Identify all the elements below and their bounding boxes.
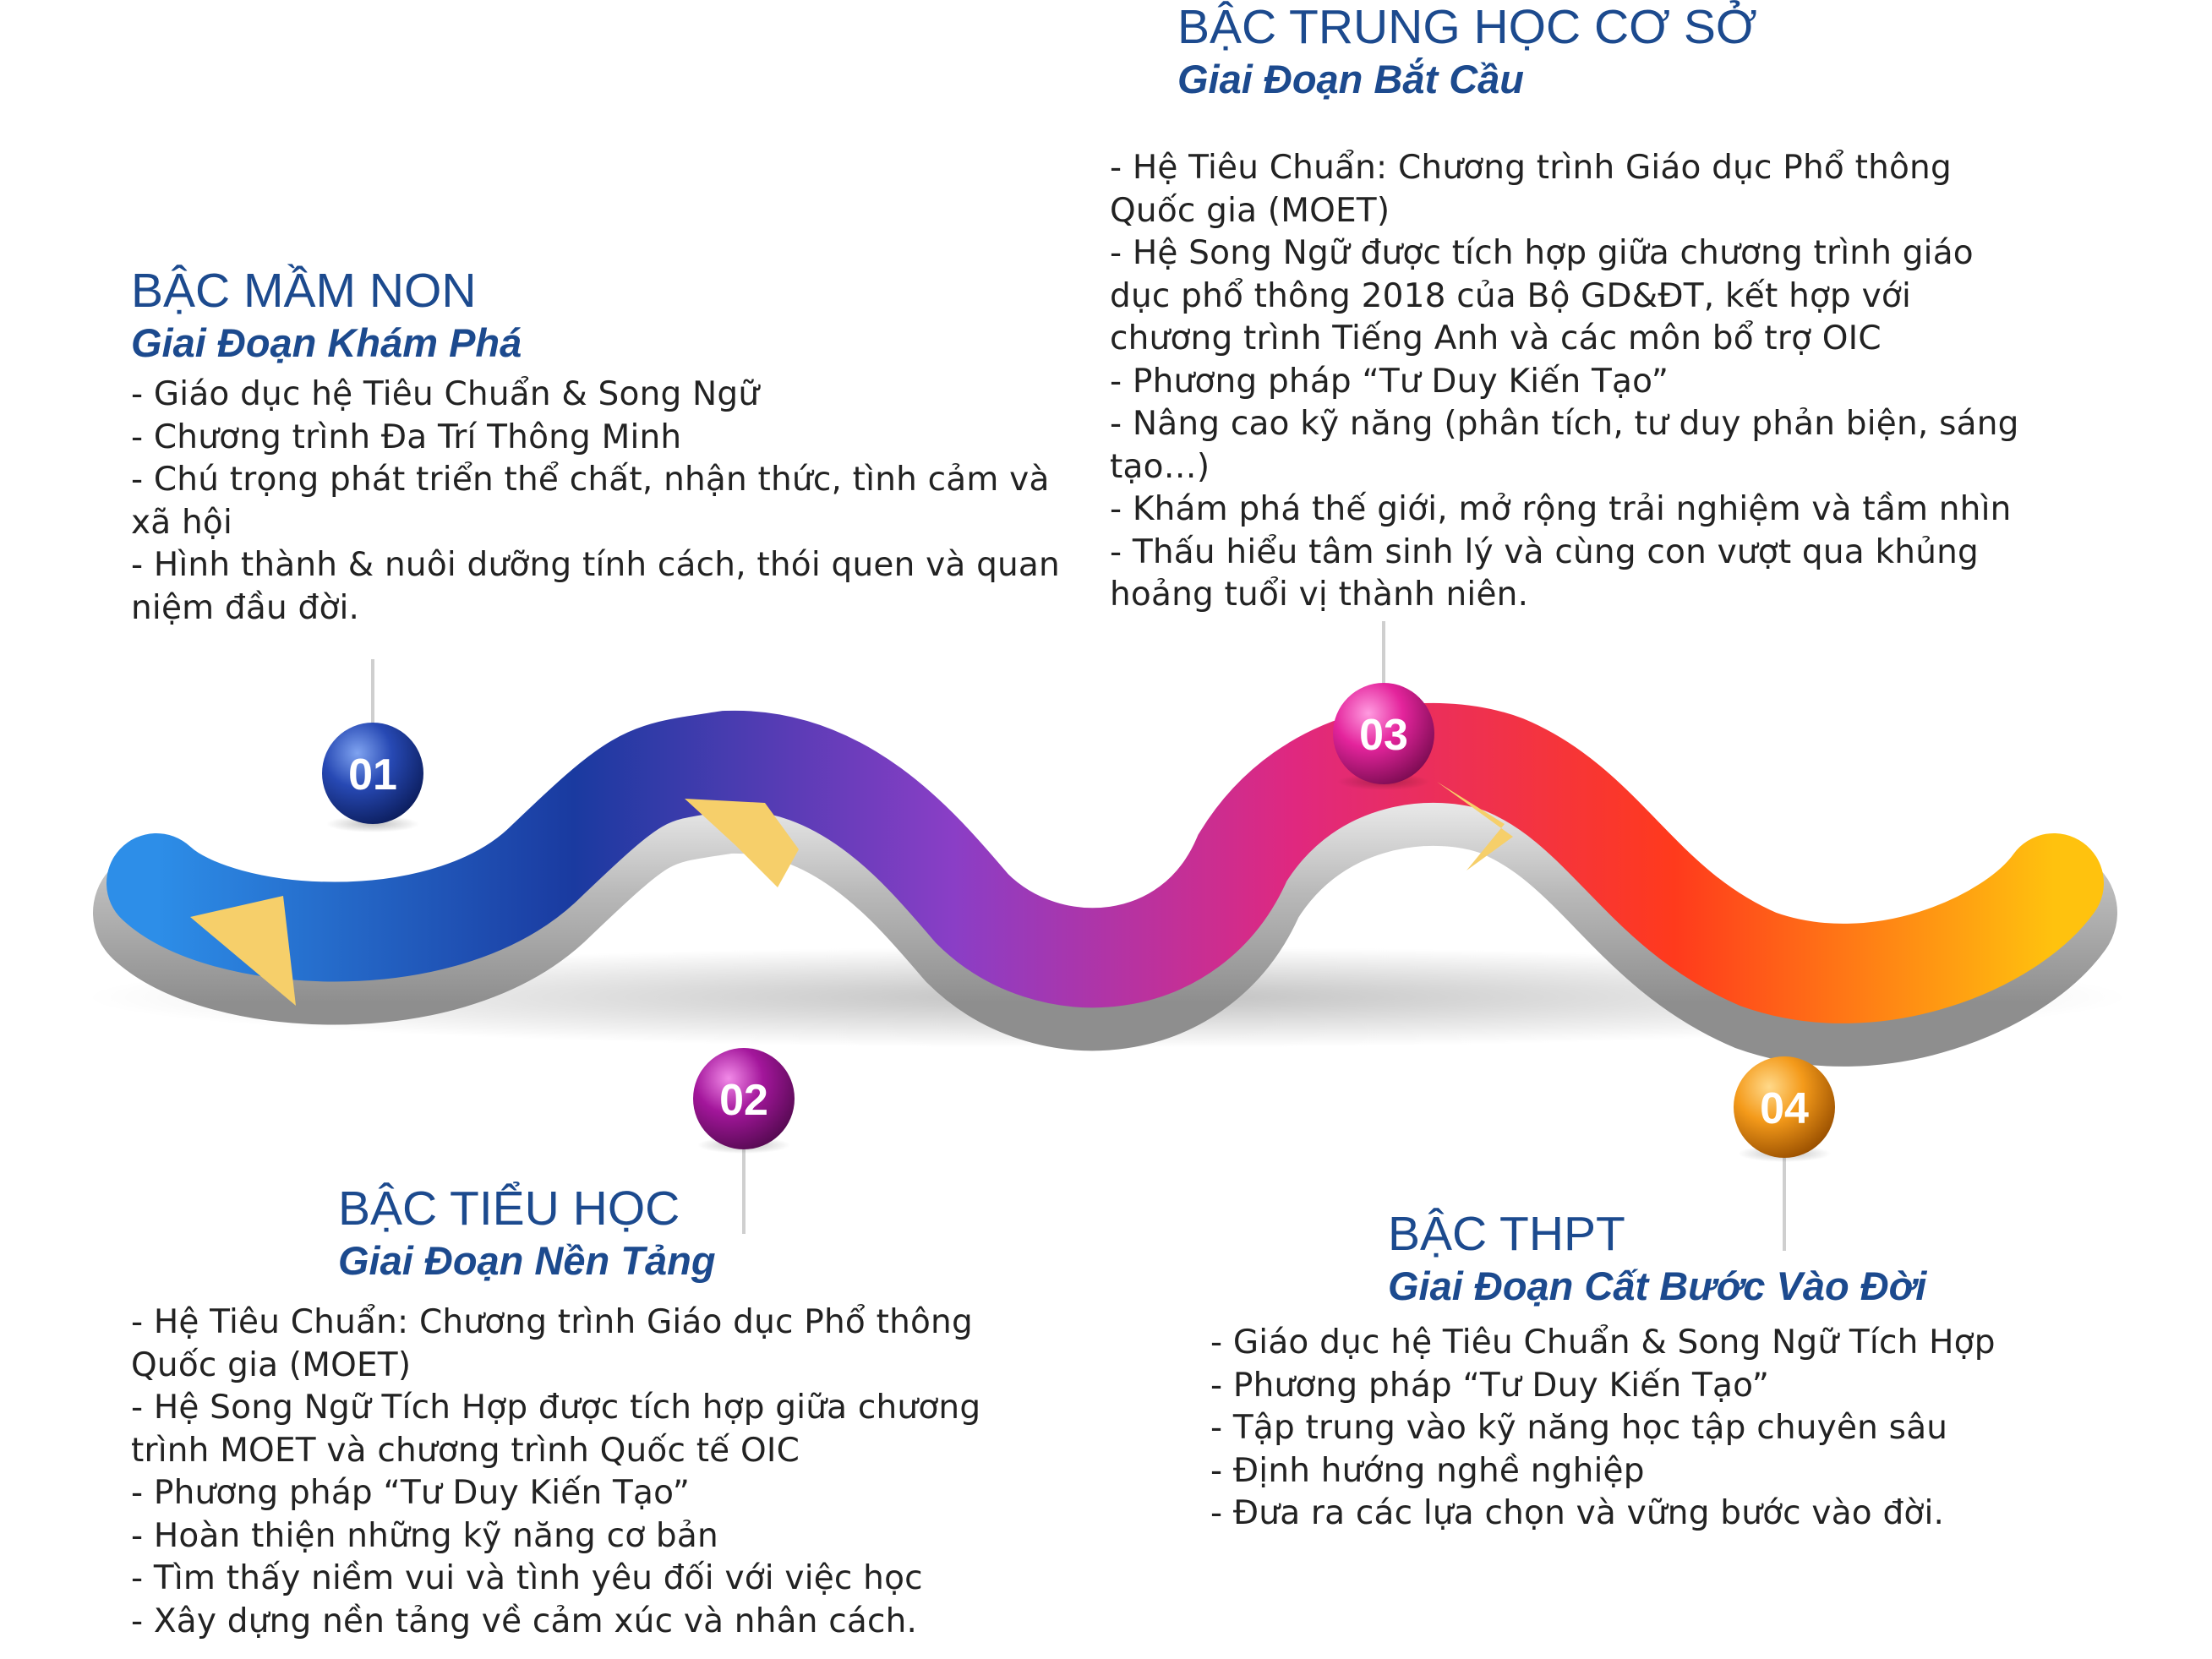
stage-ball-02: 02 [693,1048,795,1154]
arrow-1 [190,896,296,1006]
list-item: - Xây dựng nền tảng về cảm xúc và nhân c… [131,1602,918,1640]
stage-03-block: BẬC TRUNG HỌC CƠ SỞ Giai Đoạn Bắt Cầu - … [1110,0,2040,617]
stage-ball-01: 01 [322,723,423,832]
list-item: - Phương pháp “Tư Duy Kiến Tạo” [1210,1366,1770,1405]
stage-02-subtitle: Giai Đoạn Nền Tảng [338,1238,716,1283]
stage-number-04: 04 [1760,1084,1809,1133]
list-item: - Phương pháp “Tư Duy Kiến Tạo” [1110,362,1669,401]
list-item: - Hệ Song Ngữ Tích Hợp được tích hợp giữ… [131,1389,981,1470]
list-item: - Thấu hiểu tâm sinh lý và cùng con vượt… [1110,532,1979,614]
list-item: - Hệ Tiêu Chuẩn: Chương trình Giáo dục P… [1110,149,1952,230]
stage-04-block: BẬC THPT Giai Đoạn Cất Bước Vào Đời - Gi… [1210,1207,2157,1536]
stage-04-title: BẬC THPT [1388,1207,1625,1261]
stage-04-items: - Giáo dục hệ Tiêu Chuẩn & Song Ngữ Tích… [1210,1322,2157,1536]
stage-01-title: BẬC MẦM NON [131,264,477,318]
list-item: - Định hướng nghề nghiệp [1210,1451,1645,1490]
stage-number-02: 02 [719,1076,768,1125]
stage-ball-04: 04 [1734,1056,1835,1162]
arrow-3 [1437,782,1513,870]
list-item: - Hình thành & nuôi dưỡng tính cách, thó… [131,546,1060,627]
stage-03-subtitle: Giai Đoạn Bắt Cầu [1177,57,1525,101]
list-item: - Hệ Tiêu Chuẩn: Chương trình Giáo dục P… [131,1303,973,1384]
list-item: - Chương trình Đa Trí Thông Minh [131,417,682,456]
stage-01-subtitle: Giai Đoạn Khám Phá [131,320,522,365]
list-item: - Hoàn thiện những kỹ năng cơ bản [131,1516,718,1555]
stage-03-items: - Hệ Tiêu Chuẩn: Chương trình Giáo dục P… [1110,147,2040,617]
stage-01-block: BẬC MẦM NON Giai Đoạn Khám Phá - Giáo dụ… [131,264,1069,630]
stage-02-block: BẬC TIỂU HỌC Giai Đoạn Nền Tảng - Hệ Tiê… [131,1181,1069,1643]
stage-04-subtitle: Giai Đoạn Cất Bước Vào Đời [1388,1263,1927,1308]
stage-03-title: BẬC TRUNG HỌC CƠ SỞ [1177,0,1757,54]
list-item: - Chú trọng phát triển thể chất, nhận th… [131,461,1050,542]
list-item: - Hệ Song Ngữ được tích hợp giữa chương … [1110,234,1974,357]
list-item: - Nâng cao kỹ năng (phân tích, tư duy ph… [1110,405,2019,486]
road-ribbon [107,702,2104,1023]
stage-02-items: - Hệ Tiêu Chuẩn: Chương trình Giáo dục P… [131,1302,1069,1643]
stage-01-items: - Giáo dục hệ Tiêu Chuẩn & Song Ngữ - Ch… [131,374,1069,630]
list-item: - Giáo dục hệ Tiêu Chuẩn & Song Ngữ [131,375,760,413]
list-item: - Phương pháp “Tư Duy Kiến Tạo” [131,1474,691,1512]
stage-number-01: 01 [348,750,397,799]
list-item: - Giáo dục hệ Tiêu Chuẩn & Song Ngữ Tích… [1210,1323,1996,1362]
list-item: - Đưa ra các lựa chọn và vững bước vào đ… [1210,1494,1945,1532]
stage-ball-03: 03 [1333,683,1434,790]
stage-number-03: 03 [1359,711,1408,760]
arrow-2 [685,799,799,887]
list-item: - Tập trung vào kỹ năng học tập chuyên s… [1210,1409,1948,1447]
list-item: - Tìm thấy niềm vui và tình yêu đối với … [131,1559,923,1597]
list-item: - Khám phá thế giới, mở rộng trải nghiệm… [1110,490,2012,528]
stage-02-title: BẬC TIỂU HỌC [338,1181,680,1236]
